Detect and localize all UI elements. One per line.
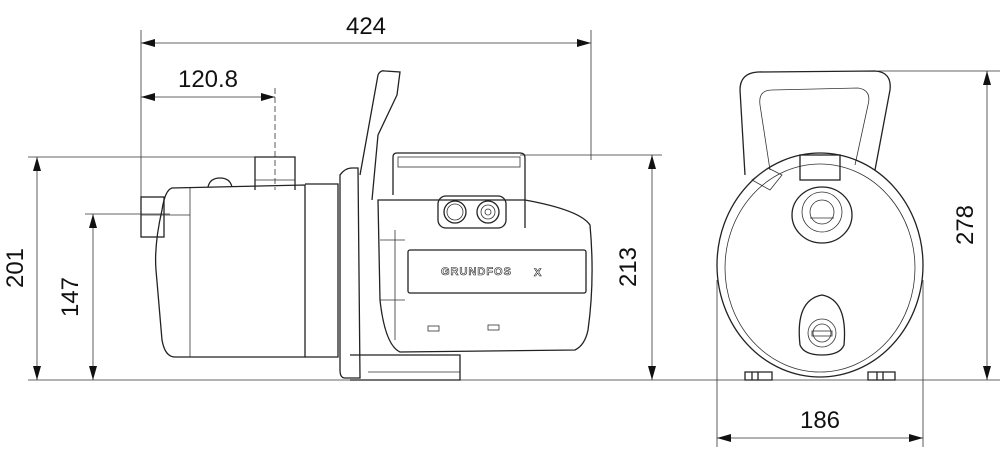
dimension-424: 424: [141, 13, 591, 47]
priming-plug: [207, 177, 233, 188]
dimension-147: 147: [57, 214, 97, 380]
terminal-box: [392, 152, 526, 228]
label-panel: [407, 249, 587, 294]
carry-handle: [359, 70, 401, 201]
dimension-120-8: 120.8: [141, 66, 275, 101]
dim-label-186: 186: [800, 407, 840, 434]
pump-neck: [305, 183, 339, 358]
dimension-186: 186: [717, 407, 923, 442]
cable-glands: [437, 195, 507, 229]
extension-lines: [28, 30, 1000, 447]
right-foot: [867, 371, 896, 381]
dimension-201: 201: [2, 157, 41, 380]
front-handle-outer: [739, 70, 891, 176]
dim-label-278: 278: [952, 205, 979, 245]
drain-boss: [798, 294, 846, 356]
base-foot: [350, 354, 461, 381]
dim-label-201: 201: [2, 248, 29, 288]
front-outlet-port: [799, 154, 841, 181]
brand-symbol: X: [534, 267, 542, 279]
dim-label-424: 424: [346, 13, 386, 40]
housing-outer: [716, 152, 924, 378]
pump-housing: [154, 184, 306, 358]
outlet-port: [254, 156, 296, 190]
front-handle-inner: [759, 87, 870, 171]
pump-side-view: GRUNDFOS X: [140, 70, 593, 381]
flange: [339, 167, 361, 379]
inlet-pipe: [140, 196, 165, 238]
dimension-278: 278: [952, 71, 991, 380]
outlet-boss: [791, 186, 853, 244]
pump-front-view: [716, 70, 924, 381]
dim-label-213: 213: [615, 247, 642, 287]
dim-label-120-8: 120.8: [178, 66, 238, 93]
dimension-213: 213: [615, 155, 656, 380]
dim-label-147: 147: [57, 277, 84, 317]
motor-body: [377, 199, 593, 353]
left-foot: [744, 371, 773, 381]
brand-logo: GRUNDFOS: [441, 266, 512, 278]
housing-inner: [724, 163, 916, 373]
